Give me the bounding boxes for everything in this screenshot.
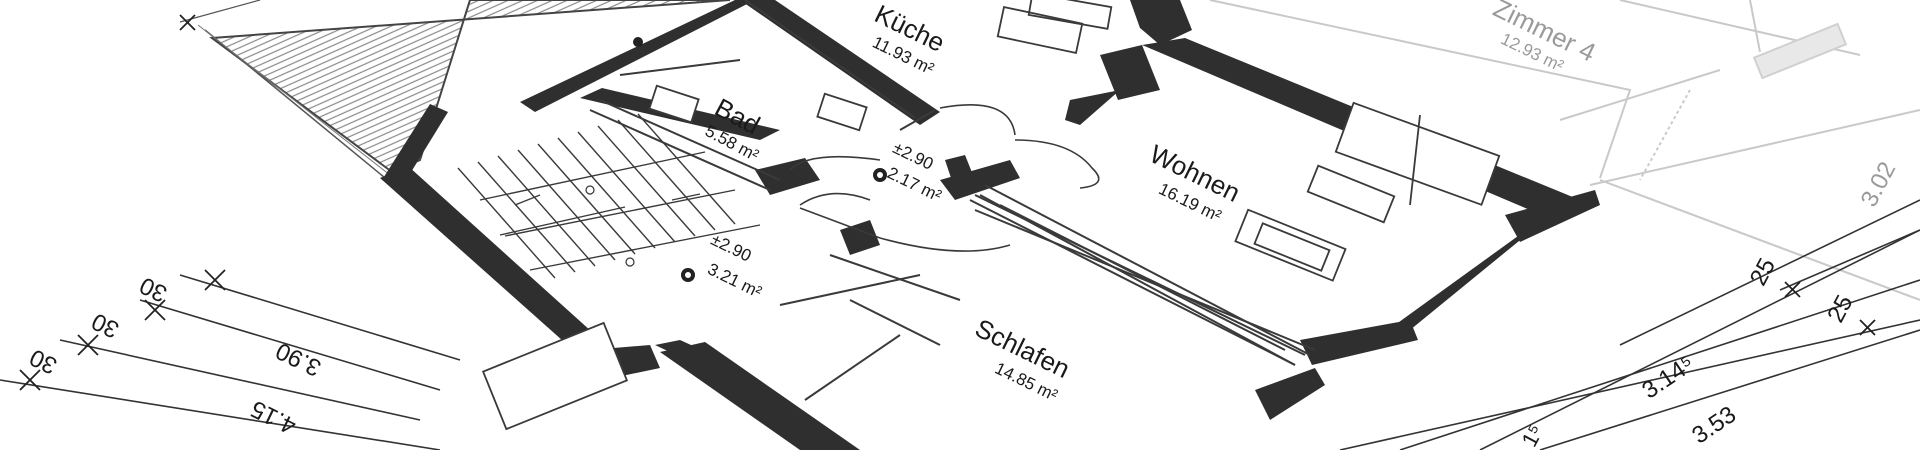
- dim-right-5: 3.02: [1856, 157, 1902, 211]
- flur-area: 2.17 m²: [884, 163, 944, 205]
- staircase: [457, 113, 761, 279]
- dim-left-3: 30: [25, 343, 61, 379]
- dimension-ticks: [19, 14, 1876, 391]
- dim-right-3: 3.14⁵: [1637, 350, 1699, 404]
- terrace: [179, 0, 731, 183]
- dim-left-2: 30: [87, 307, 123, 343]
- dim-right-4: 3.53: [1687, 401, 1741, 450]
- dim-left-1: 30: [135, 271, 171, 307]
- dim-left-4: 3.90: [272, 337, 326, 382]
- dim-right-2: 25: [1822, 291, 1858, 327]
- door-swings: [789, 104, 1100, 252]
- dim-right-1: 25: [1745, 254, 1781, 290]
- dim-left-5: 4.15: [247, 395, 301, 440]
- interior-lines: [589, 0, 1316, 401]
- treppe-area: 3.21 m²: [705, 259, 765, 301]
- dim-right-6: 1⁵: [1516, 420, 1548, 450]
- dimension-labels: 30 30 30 3.90 4.15 25 25 3.14⁵ 3.53 3.02…: [25, 157, 1901, 450]
- furniture: [481, 0, 1501, 431]
- dimension-lines: [0, 199, 1920, 450]
- markers: [585, 37, 887, 282]
- faint-plan: [1209, 0, 1920, 301]
